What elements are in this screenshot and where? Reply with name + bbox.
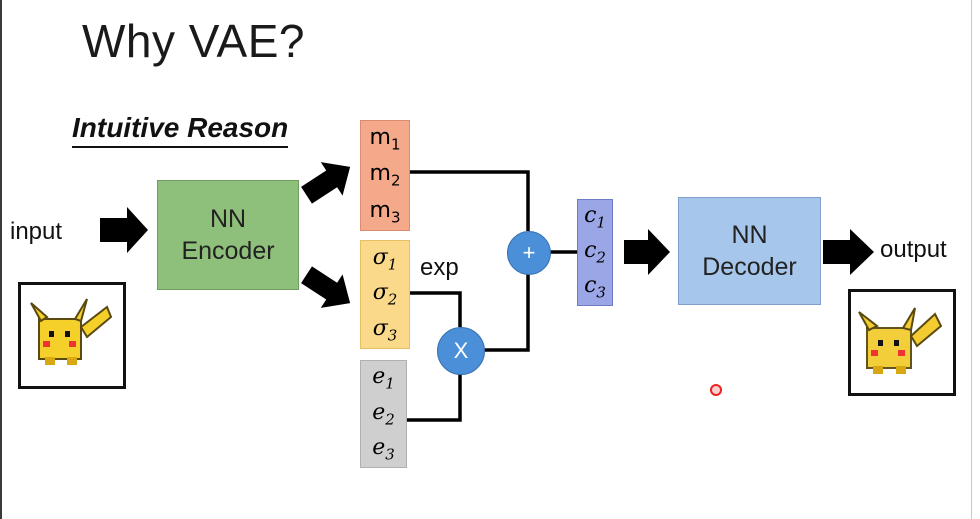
noise-item: e1 [372, 364, 395, 393]
c-to-decoder-arrow-icon [624, 229, 670, 275]
code-item: c1 [584, 203, 606, 232]
exp-label: exp [420, 254, 459, 281]
pikachu-sprite-icon [858, 307, 943, 374]
mean-item: m3 [369, 197, 401, 227]
output-arrow-icon [823, 229, 874, 275]
mean-item: m1 [369, 124, 401, 154]
input-image-frame [18, 282, 126, 389]
sigma-item: σ3 [372, 315, 398, 345]
slide-subtitle: Intuitive Reason [72, 112, 289, 148]
mean-item: m2 [369, 161, 401, 190]
pikachu-sprite-icon [30, 298, 113, 365]
decoder-line1: NN [731, 220, 768, 249]
red-cursor-dot-icon [710, 384, 722, 396]
noise-vector: e1 e2 e3 [360, 360, 407, 468]
nn-decoder-box: NN Decoder [678, 197, 821, 305]
encoder-line2: Encoder [181, 237, 275, 265]
sigma-vector: σ1 σ2 σ3 [360, 240, 410, 349]
decoder-line2: Decoder [702, 253, 797, 281]
output-label: output [880, 236, 947, 263]
code-item: c2 [584, 238, 606, 267]
sigma-item: σ1 [372, 244, 398, 274]
encoder-to-m-arrow-icon [301, 162, 351, 204]
input-label: input [10, 218, 63, 245]
code-vector: c1 c2 c3 [577, 199, 613, 306]
input-arrow-icon [100, 207, 148, 253]
m-to-plus-line [410, 170, 530, 231]
mean-vector: m1 m2 m3 [360, 120, 410, 231]
sigma-item: σ2 [372, 280, 398, 309]
noise-item: e3 [372, 435, 395, 464]
code-item: c3 [584, 273, 606, 302]
encoder-line1: NN [209, 204, 247, 233]
plus-operator-icon: + [507, 231, 551, 275]
sigma-to-times-line [410, 291, 462, 327]
e-to-times-line [405, 373, 462, 422]
nn-encoder-box: NN Encoder [157, 180, 299, 290]
times-to-plus-line [483, 273, 530, 352]
left-border [0, 0, 2, 519]
multiply-operator-icon: X [437, 327, 485, 375]
encoder-to-sigma-arrow-icon [301, 266, 351, 308]
output-image-frame [848, 289, 956, 396]
slide-title: Why VAE? [82, 15, 305, 67]
noise-item: e2 [372, 399, 395, 429]
right-border [971, 0, 972, 519]
